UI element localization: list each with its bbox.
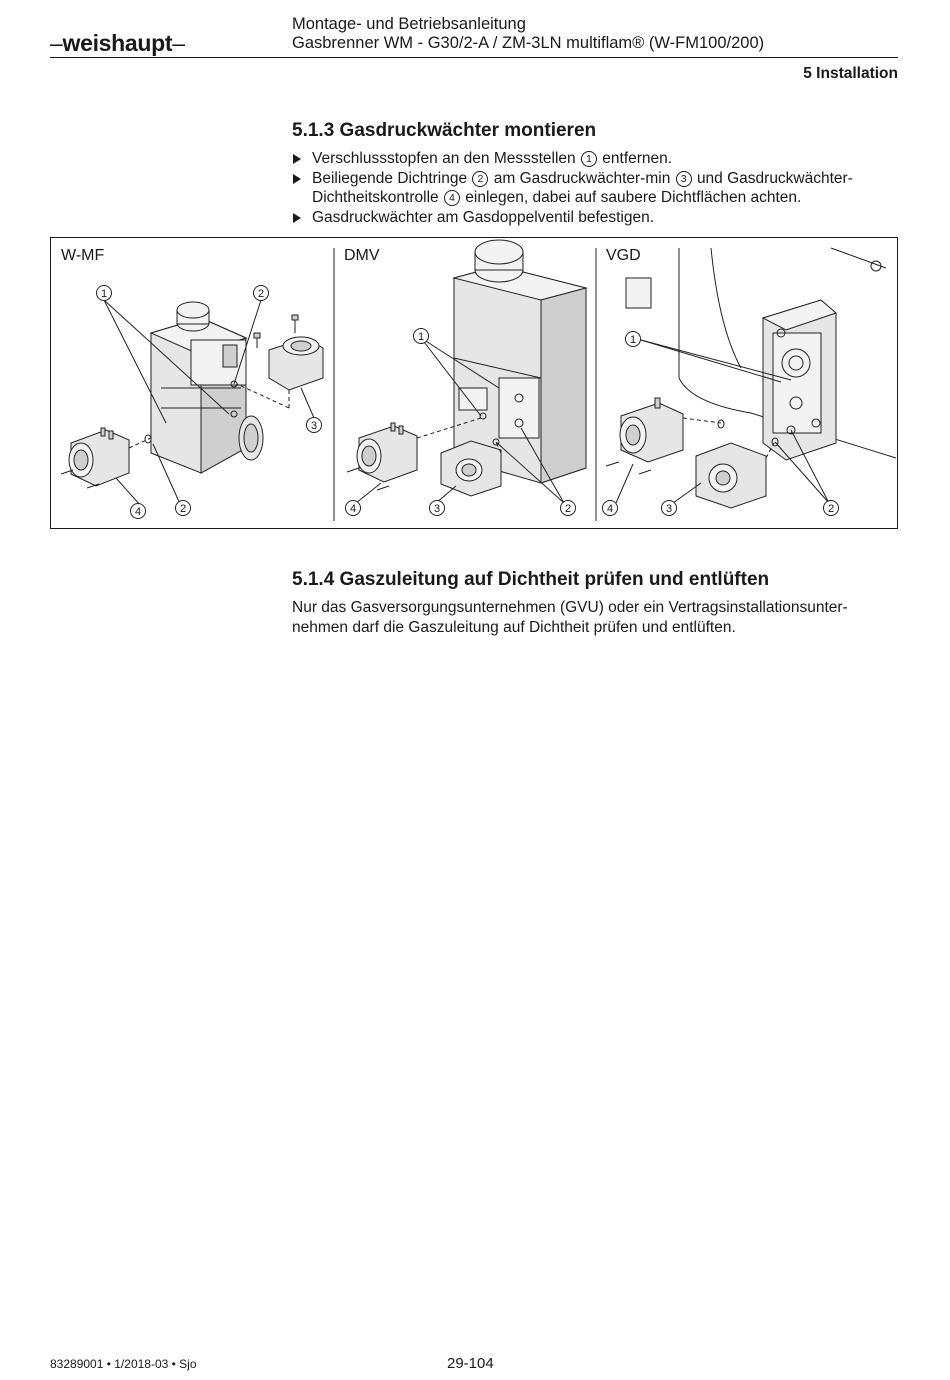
svg-text:1: 1 bbox=[418, 331, 424, 343]
svg-text:2: 2 bbox=[828, 503, 834, 515]
figure-illustration: .ln { fill:none; stroke:#222; stroke-wid… bbox=[60, 239, 897, 521]
leader-line bbox=[420, 337, 482, 417]
vgd-valve-illustration bbox=[625, 247, 897, 461]
bullet-triangle-icon bbox=[293, 212, 301, 223]
callout-number: 1 bbox=[580, 151, 597, 167]
dmv-pressure-switch-3 bbox=[440, 440, 502, 497]
wmf-callout: 1 bbox=[96, 285, 112, 301]
panel-label-dmv: DMV bbox=[344, 247, 380, 264]
wmf-callout: 3 bbox=[306, 417, 322, 433]
svg-text:2: 2 bbox=[258, 288, 264, 300]
leader-line bbox=[520, 427, 565, 504]
installation-figure: .ln { fill:none; stroke:#222; stroke-wid… bbox=[50, 237, 898, 529]
dmv-callout: 1 bbox=[413, 328, 429, 344]
chapter-label: 5 Installation bbox=[803, 65, 898, 82]
bullet-triangle-icon bbox=[293, 173, 301, 184]
vgd-callout: 1 bbox=[625, 331, 641, 347]
leader-line bbox=[152, 443, 182, 507]
svg-text:2: 2 bbox=[180, 503, 186, 515]
document-info: 83289001 • 1/2018-03 • Sjo bbox=[50, 1357, 197, 1371]
vgd-callout: 2 bbox=[823, 500, 839, 516]
leader-line bbox=[420, 337, 500, 389]
section-heading-5-1-4: 5.1.4 Gaszuleitung auf Dichtheit prüfen … bbox=[292, 569, 770, 590]
vgd-callout: 3 bbox=[661, 500, 677, 516]
leader-line bbox=[115, 477, 142, 507]
wmf-pressure-switch-3 bbox=[236, 314, 324, 409]
vgd-pressure-switch-3 bbox=[695, 437, 779, 509]
svg-text:4: 4 bbox=[350, 503, 356, 515]
dmv-callout: 3 bbox=[429, 500, 445, 516]
leader-line bbox=[615, 463, 634, 504]
svg-text:4: 4 bbox=[135, 506, 141, 518]
leader-line bbox=[790, 429, 830, 504]
bullet-triangle-icon bbox=[293, 154, 301, 164]
document-title-line1: Montage- und Betriebsanleitung bbox=[292, 15, 526, 33]
dmv-valve-illustration bbox=[452, 239, 588, 484]
leader-line bbox=[495, 441, 565, 504]
leader-line bbox=[640, 339, 792, 381]
leader-line bbox=[672, 482, 702, 504]
leader-line bbox=[103, 299, 167, 424]
callout-number: 4 bbox=[443, 190, 460, 206]
dmv-callout: 4 bbox=[345, 500, 361, 516]
leader-line bbox=[640, 339, 782, 383]
svg-text:3: 3 bbox=[666, 503, 672, 515]
svg-text:1: 1 bbox=[101, 288, 107, 300]
panel-label-vgd: VGD bbox=[606, 247, 641, 264]
callout-number: 3 bbox=[675, 170, 692, 187]
section-heading-5-1-3: 5.1.3 Gasdruckwächter montieren bbox=[292, 120, 597, 141]
header-divider bbox=[50, 57, 898, 58]
vgd-callout: 4 bbox=[602, 500, 618, 516]
leader-line bbox=[774, 441, 830, 504]
wmf-callout: 4 bbox=[130, 503, 146, 519]
dmv-pressure-switch-4 bbox=[346, 417, 482, 491]
vgd-pressure-switch-4 bbox=[605, 397, 725, 475]
section-paragraph: Nur das Gasversorgungsunternehmen (GVU) … bbox=[292, 599, 848, 636]
instruction-step-2: Beiliegende Dichtringe 2 am Gasdruckwäch… bbox=[292, 169, 902, 208]
wmf-pressure-switch-4 bbox=[60, 427, 152, 489]
leader-line bbox=[355, 482, 382, 504]
leader-line bbox=[300, 387, 315, 419]
document-title-line2: Gasbrenner WM - G30/2-A / ZM-3LN multifl… bbox=[292, 34, 765, 52]
instruction-step-3: Gasdruckwächter am Gasdoppelventil befes… bbox=[292, 208, 902, 228]
document-title: Montage- und Betriebsanleitung Gasbrenne… bbox=[292, 15, 764, 53]
leader-line bbox=[435, 485, 457, 504]
svg-text:3: 3 bbox=[311, 420, 317, 432]
wmf-valve-illustration bbox=[149, 301, 264, 474]
wmf-callout: 2 bbox=[253, 285, 269, 301]
svg-text:3: 3 bbox=[434, 503, 440, 515]
svg-text:4: 4 bbox=[607, 503, 613, 515]
page-number: 29-104 bbox=[447, 1355, 494, 1372]
leader-line bbox=[103, 299, 230, 415]
svg-text:2: 2 bbox=[565, 503, 571, 515]
leader-line bbox=[233, 299, 262, 385]
instruction-list: Verschlussstopfen an den Messstellen 1 e… bbox=[292, 149, 902, 227]
brand-logo: –weishaupt– bbox=[50, 30, 185, 56]
dmv-callout: 2 bbox=[560, 500, 576, 516]
panel-label-wmf: W-MF bbox=[61, 247, 104, 264]
wmf-callout: 2 bbox=[175, 500, 191, 516]
instruction-step-1: Verschlussstopfen an den Messstellen 1 e… bbox=[292, 149, 902, 169]
svg-text:1: 1 bbox=[630, 334, 636, 346]
callout-number: 2 bbox=[472, 170, 489, 187]
